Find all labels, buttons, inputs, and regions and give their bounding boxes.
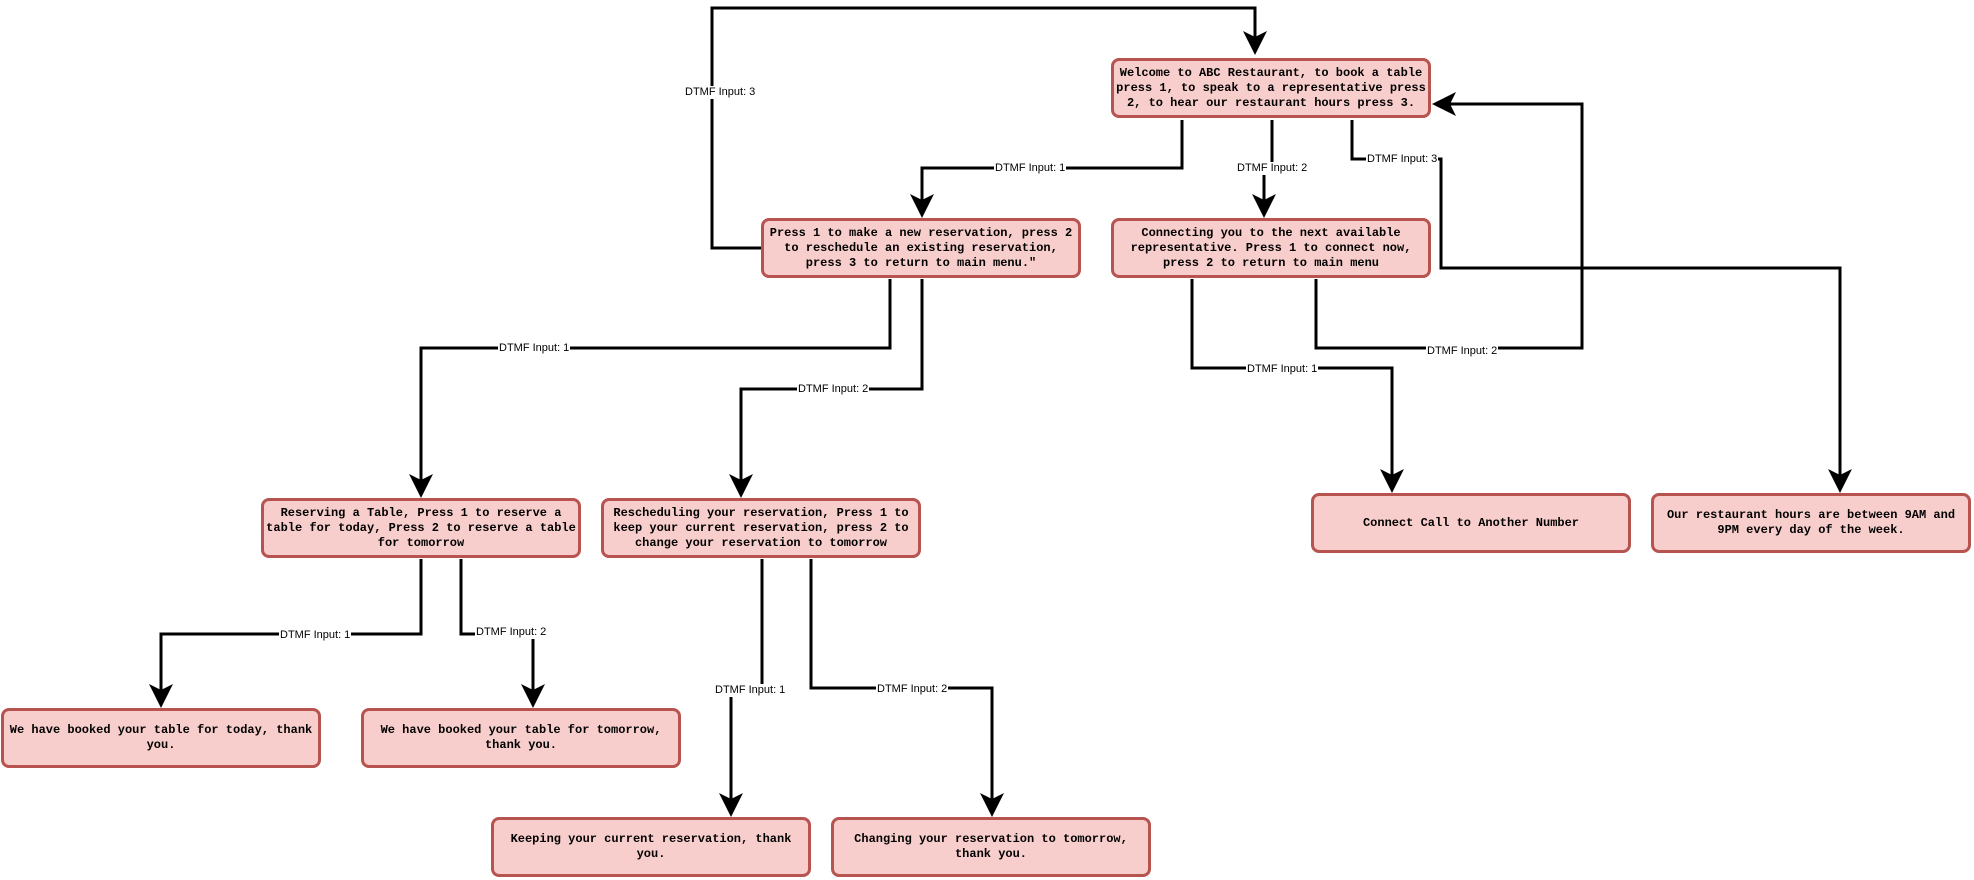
edge-label-reservation-menu-to-rescheduling: DTMF Input: 2 <box>797 383 870 396</box>
edge-label-connecting-to-welcome: DTMF Input: 2 <box>1426 345 1499 358</box>
node-keep-current-text: Keeping your current reservation, thank … <box>510 832 792 861</box>
node-keep-current: Keeping your current reservation, thank … <box>491 817 811 877</box>
node-booked-today-text: We have booked your table for today, tha… <box>9 723 313 752</box>
node-welcome-text: Welcome to ABC Restaurant, to book a tab… <box>1116 65 1426 110</box>
node-reserving-table: Reserving a Table, Press 1 to reserve a … <box>261 498 581 558</box>
edge-label-rescheduling-to-keep-current: DTMF Input: 1 <box>714 684 787 697</box>
node-reservation-menu: Press 1 to make a new reservation, press… <box>761 218 1081 278</box>
edge-reservation-menu-to-reserving-table <box>409 279 892 498</box>
edge-label-connecting-to-connect-call: DTMF Input: 1 <box>1246 363 1319 376</box>
edge-label-welcome-to-connecting: DTMF Input: 2 <box>1236 162 1309 175</box>
edge-label-reservation-menu-to-welcome: DTMF Input: 3 <box>684 86 757 99</box>
node-change-tomorrow-text: Changing your reservation to tomorrow, t… <box>854 832 1128 861</box>
edge-connecting-to-welcome <box>1314 92 1584 350</box>
node-welcome: Welcome to ABC Restaurant, to book a tab… <box>1111 58 1431 118</box>
node-reserving-table-text: Reserving a Table, Press 1 to reserve a … <box>266 505 576 550</box>
node-booked-tomorrow: We have booked your table for tomorrow, … <box>361 708 681 768</box>
node-connecting: Connecting you to the next available rep… <box>1111 218 1431 278</box>
edge-label-reserving-table-to-booked-today: DTMF Input: 1 <box>279 629 352 642</box>
node-booked-tomorrow-text: We have booked your table for tomorrow, … <box>380 723 662 752</box>
edge-label-welcome-to-hours: DTMF Input: 3 <box>1366 153 1439 166</box>
node-booked-today: We have booked your table for today, tha… <box>1 708 321 768</box>
node-rescheduling-text: Rescheduling your reservation, Press 1 t… <box>613 505 909 550</box>
node-hours-text: Our restaurant hours are between 9AM and… <box>1666 508 1956 537</box>
node-reservation-menu-text: Press 1 to make a new reservation, press… <box>769 225 1073 270</box>
edge-label-welcome-to-reservation-menu: DTMF Input: 1 <box>994 162 1067 175</box>
edge-label-rescheduling-to-change-tomorrow: DTMF Input: 2 <box>876 683 949 696</box>
edge-connecting-to-connect-call <box>1190 279 1404 493</box>
node-connect-call-text: Connect Call to Another Number <box>1362 515 1580 530</box>
node-connecting-text: Connecting you to the next available rep… <box>1130 225 1412 270</box>
node-change-tomorrow: Changing your reservation to tomorrow, t… <box>831 817 1151 877</box>
edge-label-reserving-table-to-booked-tomorrow: DTMF Input: 2 <box>475 626 548 639</box>
node-hours: Our restaurant hours are between 9AM and… <box>1651 493 1971 553</box>
edge-welcome-to-hours <box>1350 120 1852 493</box>
node-rescheduling: Rescheduling your reservation, Press 1 t… <box>601 498 921 558</box>
edge-reservation-menu-to-welcome <box>710 6 1267 250</box>
node-connect-call: Connect Call to Another Number <box>1311 493 1631 553</box>
edge-label-reservation-menu-to-reserving-table: DTMF Input: 1 <box>498 342 571 355</box>
